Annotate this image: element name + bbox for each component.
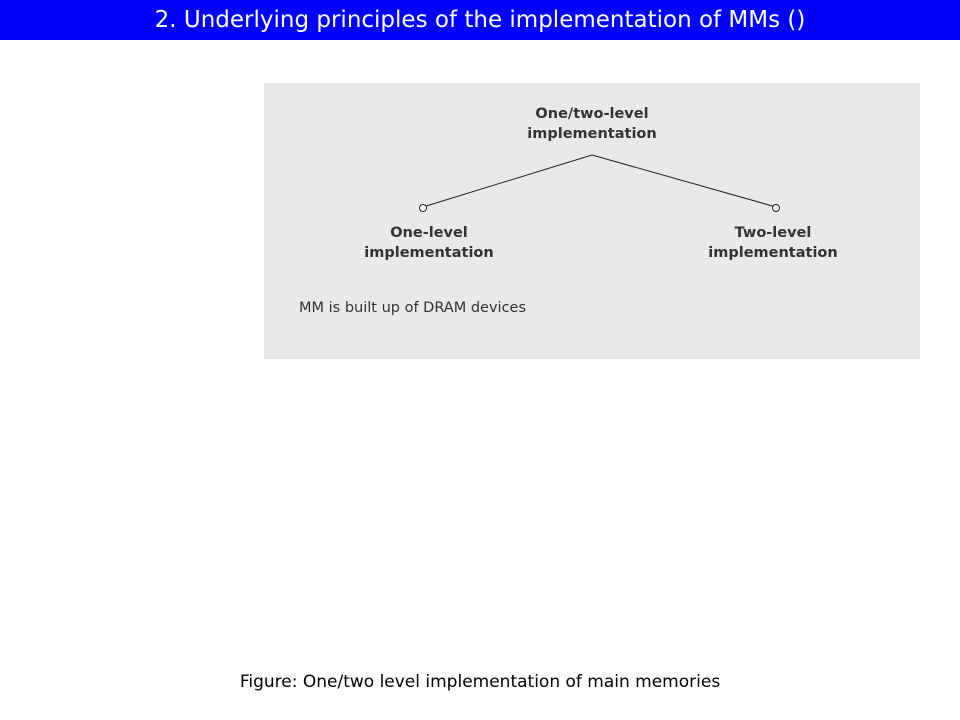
figure-caption: Figure: One/two level implementation of … (239, 672, 721, 692)
two-level-node-label: Two-level implementation (673, 223, 873, 263)
right-node-circle (772, 204, 780, 212)
one-level-line-2: implementation (364, 245, 494, 261)
two-level-line-1: Two-level (734, 225, 812, 241)
diagram-connectors (419, 154, 780, 212)
root-node-line-2: implementation (527, 126, 657, 142)
diagram-panel: One/two-level implementation One-level i… (264, 83, 920, 359)
slide-title: 2. Underlying principles of the implemen… (154, 7, 806, 33)
root-node-line-1: One/two-level (535, 106, 649, 122)
dram-note: MM is built up of DRAM devices (299, 300, 527, 316)
title-bar (0, 0, 960, 40)
two-level-line-2: implementation (708, 245, 838, 261)
connector-right (591, 154, 777, 208)
one-level-line-1: One-level (390, 225, 468, 241)
root-node-label: One/two-level implementation (492, 104, 692, 144)
connector-left (422, 154, 593, 208)
one-level-node-label: One-level implementation (329, 223, 529, 263)
left-node-circle (419, 204, 427, 212)
